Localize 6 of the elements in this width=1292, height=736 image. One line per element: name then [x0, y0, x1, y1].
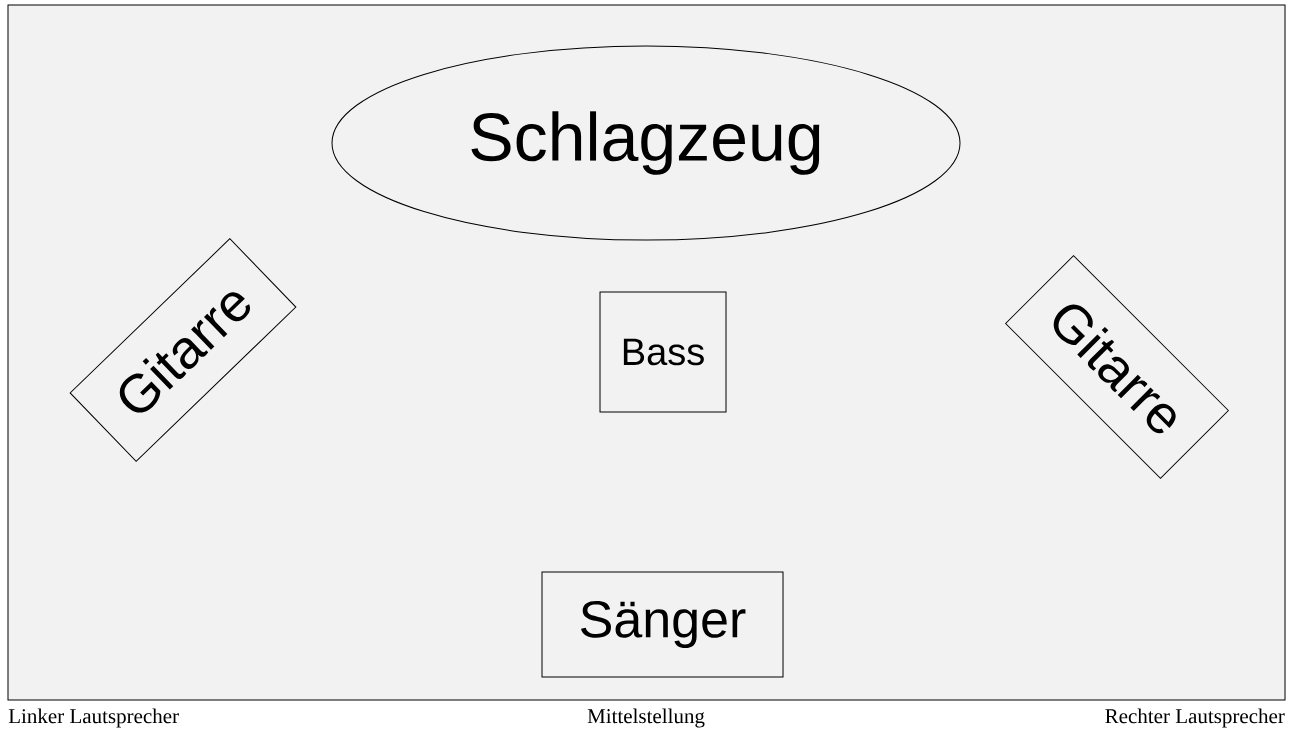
speaker-label: Linker Lautsprecher — [8, 708, 179, 728]
singer-box: Sänger — [541, 571, 784, 678]
speaker-label: Mittelstellung — [587, 708, 705, 728]
instrument-box: Bass — [599, 291, 727, 413]
stage-area — [7, 4, 1286, 701]
speaker-label: Rechter Lautsprecher — [1105, 708, 1285, 728]
